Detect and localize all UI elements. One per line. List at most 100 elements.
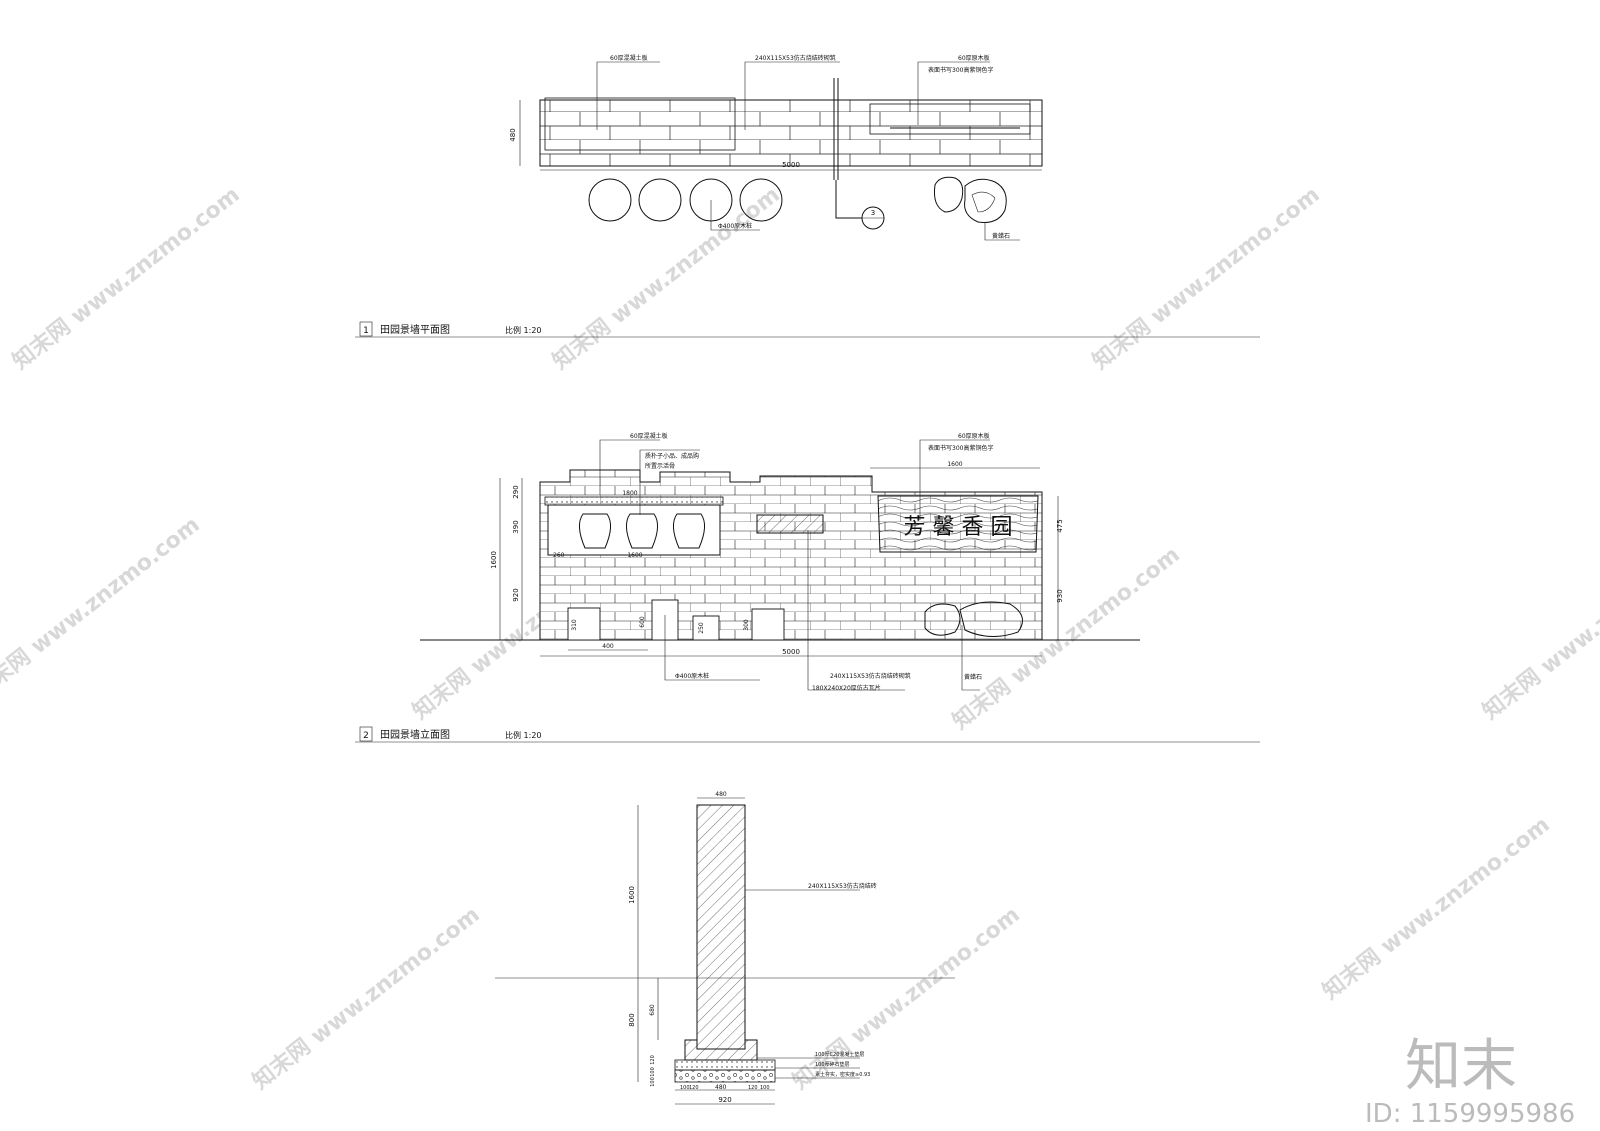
section-view: 480 1600 800 680 120 100 100 240X115X53仿… [495, 791, 955, 1105]
log-post-elev [692, 615, 720, 641]
signboard [877, 495, 1039, 553]
dim-920: 920 [512, 588, 520, 601]
label-stone: 黄蜡石 [964, 673, 982, 681]
leader [961, 625, 980, 691]
label-jars2: 所置示活骨 [645, 462, 675, 470]
dim-width: 5000 [782, 648, 800, 656]
watermark-text: 知末网 www.znzmo.com [548, 182, 785, 375]
brand-mark: 知末 ID: 1159995986 [1365, 1034, 1575, 1129]
stone-elev [924, 603, 961, 636]
dim-b2: 120 [689, 1085, 699, 1091]
dim-475: 475 [1056, 519, 1064, 532]
leader [664, 615, 760, 681]
dim-b3: 480 [715, 1084, 727, 1091]
leader [599, 439, 660, 495]
watermark-text: 知末网 www.znzmo.com [0, 512, 205, 705]
jar [579, 513, 611, 549]
watermark-text: 知末网 www.znzmo.com [1318, 812, 1555, 1005]
gravel-bed [674, 1069, 776, 1083]
label-brick: 240X115X53仿古烧结砖 [808, 882, 877, 890]
dim-120: 120 [650, 1055, 656, 1065]
dim-b4: 120 [748, 1085, 758, 1091]
concrete-bed [674, 1059, 776, 1071]
label-base3: 素土夯实，密实度≥0.93 [815, 1071, 870, 1078]
elevation-scale: 比例 1:20 [505, 730, 542, 740]
elevation-title-num: 2 [363, 731, 369, 741]
dim-100a: 100 [650, 1067, 656, 1077]
dim-290: 290 [512, 485, 520, 498]
dim-1600: 1600 [947, 461, 962, 468]
section-wall [696, 804, 746, 1050]
dim-300: 300 [743, 619, 750, 631]
label-concrete: 60厚混凝土板 [630, 432, 668, 440]
dim-width: 5000 [782, 161, 800, 169]
dim-100b: 100 [650, 1077, 656, 1087]
log-post-elev [751, 608, 785, 641]
stone-detail [971, 191, 996, 213]
label-brick: 240X115X53仿古烧结砖砌筑 [755, 54, 836, 62]
plan-wood-board [869, 103, 1031, 135]
label-log: Φ400原木桩 [718, 222, 752, 230]
plan-view: 3 60厚混凝土板 240X115X53仿古烧结砖砌筑 60厚原木板 表面书写3… [355, 54, 1260, 338]
dim-b5: 100 [760, 1085, 770, 1091]
jar [673, 513, 705, 549]
dim-250: 250 [698, 622, 705, 634]
label-wood1: 60厚原木板 [958, 54, 990, 62]
signboard-text: 芳 馨 香 园 [904, 515, 1013, 540]
dim-310: 310 [571, 619, 578, 631]
dim-680: 680 [649, 1004, 656, 1016]
stone [934, 176, 964, 213]
leader [919, 439, 990, 520]
dim-260: 260 [553, 552, 565, 559]
leader [710, 200, 760, 231]
title-num-box [359, 726, 373, 742]
title-num-box [359, 321, 373, 337]
brand-logo: 知末 [1405, 1034, 1517, 1099]
dim-depth: 480 [509, 128, 517, 141]
plan-title: 田园景墙平面图 [380, 323, 450, 336]
label-base2: 100厚碎石垫层 [815, 1061, 850, 1068]
label-tile: 180X240X20厚仿古瓦片 [812, 684, 881, 692]
plan-concrete-slab [544, 97, 736, 151]
label-stone: 黄蜡石 [992, 232, 1010, 240]
niche [547, 504, 721, 556]
plan-scale: 比例 1:20 [505, 325, 542, 335]
leader [744, 61, 840, 130]
leader [596, 61, 660, 130]
label-wood1: 60厚原木板 [958, 432, 990, 440]
dim-800: 800 [628, 1013, 636, 1026]
section-marker-label: 3 [871, 209, 875, 217]
leader [984, 222, 1020, 241]
leader [807, 530, 905, 691]
log-post [739, 178, 783, 222]
plan-title-num: 1 [363, 326, 369, 336]
dim-600: 600 [639, 616, 646, 628]
watermark-text: 知末网 www.znzmo.com [8, 182, 245, 375]
tile-panel [756, 514, 824, 534]
dim-1600-niche: 1600 [627, 552, 642, 559]
dim-height: 1600 [628, 886, 636, 904]
dim-b1: 100 [680, 1085, 690, 1091]
elevation-view: 芳 馨 香 园 60厚混凝土板 质朴子小品、成品购 所置示活骨 60厚原木板 表… [355, 432, 1260, 743]
niche-slab [544, 496, 724, 506]
leader [917, 61, 990, 125]
label-brick: 240X115X53仿古烧结砖砌筑 [830, 672, 911, 680]
log-post-elev [567, 607, 601, 641]
image-id: ID: 1159995986 [1365, 1099, 1575, 1129]
section-leader [835, 180, 862, 219]
watermark-text: 知末网 www.znzmo.com [1478, 532, 1600, 725]
leader [639, 449, 700, 515]
label-base1: 100厚C20混凝土垫层 [815, 1051, 864, 1058]
label-jars1: 质朴子小品、成品购 [645, 452, 699, 460]
dim-390: 390 [512, 520, 520, 533]
dim-top: 480 [715, 791, 727, 798]
dim-930: 930 [1056, 589, 1064, 602]
stone-elev [959, 601, 1023, 637]
dim-total: 1600 [490, 551, 498, 569]
watermark-text: 知末网 www.znzmo.com [248, 902, 485, 1095]
log-post [588, 178, 632, 222]
watermark-text: 知末网 www.znzmo.com [1088, 182, 1325, 375]
jar [626, 513, 658, 549]
label-wood2: 表面书写300高紫铜色字 [928, 66, 993, 74]
